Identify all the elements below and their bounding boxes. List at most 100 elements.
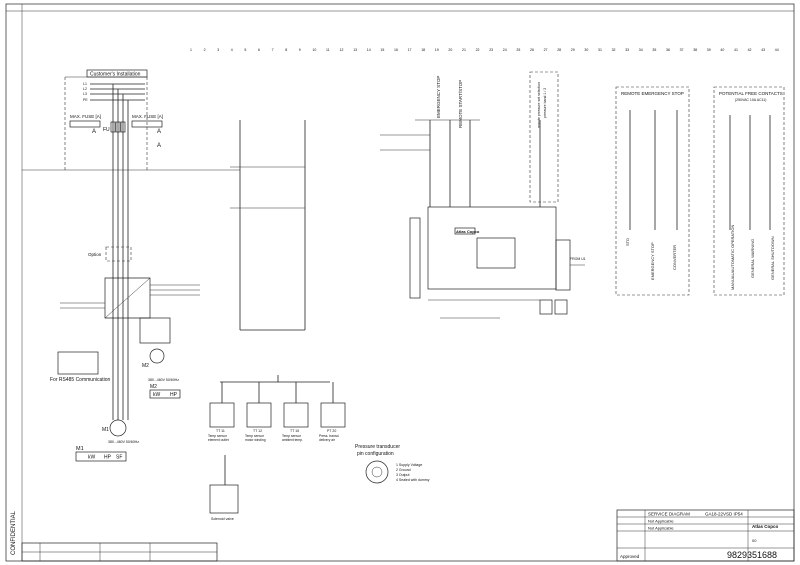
confidential-label: CONFIDENTIAL <box>11 510 17 555</box>
column-number: 41 <box>734 48 738 52</box>
revision: 00 <box>752 538 757 543</box>
remote-emergency-title: REMOTE EMERGENCY STOP <box>621 91 684 96</box>
controller-block <box>427 206 557 290</box>
column-number: 20 <box>448 48 452 52</box>
manual-auto-label: MANUAL/AUTOMATIC OPERATION <box>730 225 735 290</box>
sensor-box <box>209 402 235 428</box>
emergency-stop-vertical: EMERGENCY STOP <box>650 242 655 280</box>
from-u1-label: FROM U1 <box>570 257 586 261</box>
sensor-caption: element outlet <box>208 438 229 442</box>
general-warning-label: GENERAL WARNING <box>750 239 755 278</box>
converter-vertical: CONVERTER <box>672 245 677 270</box>
m1-ref: M1 <box>102 427 109 433</box>
column-number: 7 <box>272 48 274 52</box>
sensor-caption: Press. transd. <box>319 434 339 438</box>
title-block <box>616 509 795 562</box>
sensor-tag: PT 20 <box>327 429 336 433</box>
customers-installation-label: Customer's Installation <box>90 72 141 78</box>
pin-legend-4: 4 Sealed with dummy <box>396 478 430 482</box>
column-number: 42 <box>748 48 752 52</box>
sensor-caption: delivery air <box>319 438 336 442</box>
column-number: 26 <box>530 48 534 52</box>
m2-motor-symbol <box>149 348 165 364</box>
max-fuse-left: MAX. FUSE [A] <box>70 114 101 119</box>
sensor-tag: TT 15 <box>290 429 299 433</box>
column-number: 21 <box>462 48 466 52</box>
a-label-right-2: A <box>157 143 161 149</box>
sheet-border <box>5 3 795 562</box>
emergency-stop-label: EMERGENCY STOP <box>436 76 441 118</box>
column-number: 25 <box>516 48 520 52</box>
title-block-row2: Not Applicable <box>648 526 674 531</box>
potential-free-panel <box>713 86 785 296</box>
remote-pressure-label: remote pressure set selection <box>537 82 541 128</box>
column-number: 23 <box>489 48 493 52</box>
column-number: 32 <box>612 48 616 52</box>
column-number: 24 <box>503 48 507 52</box>
sensor-caption: motor winding <box>245 438 266 442</box>
column-number: 3 <box>217 48 219 52</box>
potential-free-sub: (250VAC 10A AC11) <box>735 98 766 102</box>
remote-emergency-panel <box>615 86 690 296</box>
column-number: 12 <box>340 48 344 52</box>
remote-start-stop-label: REMOTE START/STOP <box>458 80 463 128</box>
m2-m-label: M2 <box>150 384 157 390</box>
column-number: 39 <box>707 48 711 52</box>
column-number: 13 <box>353 48 357 52</box>
controller-logo: Atlas Copco <box>456 229 480 234</box>
pin-legend-2: 2 Ground <box>396 468 411 472</box>
fu-label: FU <box>103 127 110 133</box>
doc-number: 9829351688 <box>727 550 777 560</box>
sensor-caption: Temp sensor <box>208 434 228 438</box>
sensor-caption: ambient temp. <box>282 438 303 442</box>
column-number: 34 <box>639 48 643 52</box>
pressure-band-label: pressure band 1 / 2 <box>543 88 547 118</box>
m1-label: M1 <box>76 446 84 452</box>
l3-label: L3 <box>83 92 87 96</box>
column-number: 15 <box>380 48 384 52</box>
m2-hp: HP <box>170 392 178 398</box>
column-number: 1 <box>190 48 192 52</box>
remote-pressure-box <box>529 71 559 203</box>
column-number: 6 <box>258 48 260 52</box>
option-box <box>105 246 132 262</box>
transducer-title: Pressure transducer <box>355 444 400 450</box>
column-number: 17 <box>408 48 412 52</box>
column-number: 2 <box>204 48 206 52</box>
transducer-symbol <box>365 460 389 484</box>
column-number: 36 <box>666 48 670 52</box>
controller-display <box>476 237 516 269</box>
m1-kw: kW <box>88 455 96 461</box>
column-number: 37 <box>680 48 684 52</box>
sensor-tag: TT 11 <box>216 429 225 433</box>
column-number: 33 <box>625 48 629 52</box>
max-fuse-right: MAX. FUSE [A] <box>132 114 163 119</box>
solenoid-caption: Solenoid valve <box>211 517 234 521</box>
column-number: 31 <box>598 48 602 52</box>
sensor-box <box>246 402 272 428</box>
m1-sf: SF <box>116 455 122 461</box>
title-block-title: SERVICE DIAGRAM <box>648 512 690 517</box>
column-number: 29 <box>571 48 575 52</box>
column-number: 30 <box>584 48 588 52</box>
column-number: 16 <box>394 48 398 52</box>
column-number: 27 <box>544 48 548 52</box>
m1-hp: HP <box>104 455 112 461</box>
a-label-left: A <box>92 129 96 135</box>
title-block-row1: Not Applicable <box>648 519 674 524</box>
column-number: 22 <box>476 48 480 52</box>
sensor-box <box>320 402 346 428</box>
rs485-label: For RS485 Communication <box>50 377 111 383</box>
column-number: 14 <box>367 48 371 52</box>
m1-motor-symbol <box>109 419 127 437</box>
transducer-sub: pin configuration <box>357 451 394 457</box>
m2-voltage: 380...460V 50/60Hz <box>148 378 179 382</box>
pin-legend-1: 1 Supply Voltage <box>396 463 422 467</box>
column-number: 28 <box>557 48 561 52</box>
pin-legend-3: 3 Output <box>396 473 409 477</box>
rs485-box <box>57 351 99 375</box>
column-number: 44 <box>775 48 779 52</box>
option-label: Option <box>88 252 102 257</box>
